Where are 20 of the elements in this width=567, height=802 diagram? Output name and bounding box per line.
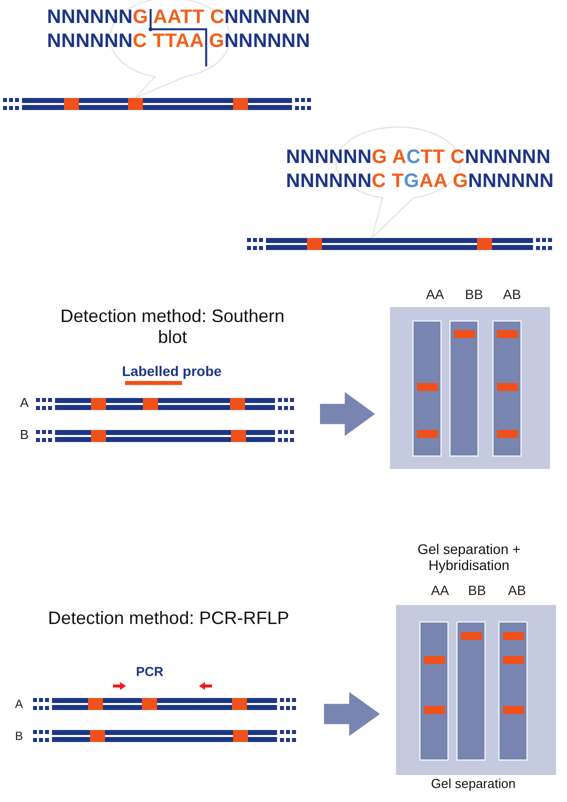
allele-label: B [20, 428, 29, 443]
dna-sequence: NNNNNNC TGAA GNNNNNN [286, 170, 554, 192]
section-heading: Detection method: PCR-RFLP [48, 608, 290, 629]
gel-caption: Gel separation + Hybridisation [416, 541, 522, 574]
section-heading: Detection method: Southern blot [59, 306, 286, 348]
dna-sequence: NNNNNNG ACTT CNNNNNN [286, 146, 551, 168]
lane-label: AB [503, 287, 522, 303]
gel-caption: Gel separation [431, 777, 516, 792]
allele-label: B [15, 730, 24, 744]
dna-sequence: NNNNNNC TTAA GNNNNNN [47, 30, 310, 52]
lane-label: AA [431, 583, 450, 599]
dna-sequence: NNNNNNG AATT CNNNNNN [47, 6, 310, 28]
allele-label: A [20, 396, 29, 411]
lane-label: AA [426, 287, 444, 303]
lane-label: AB [508, 583, 526, 599]
pcr-label: PCR [136, 665, 164, 680]
allele-label: A [15, 698, 24, 712]
lane-label: BB [468, 583, 486, 599]
lane-label: BB [465, 287, 484, 303]
probe-label: Labelled probe [122, 363, 222, 380]
